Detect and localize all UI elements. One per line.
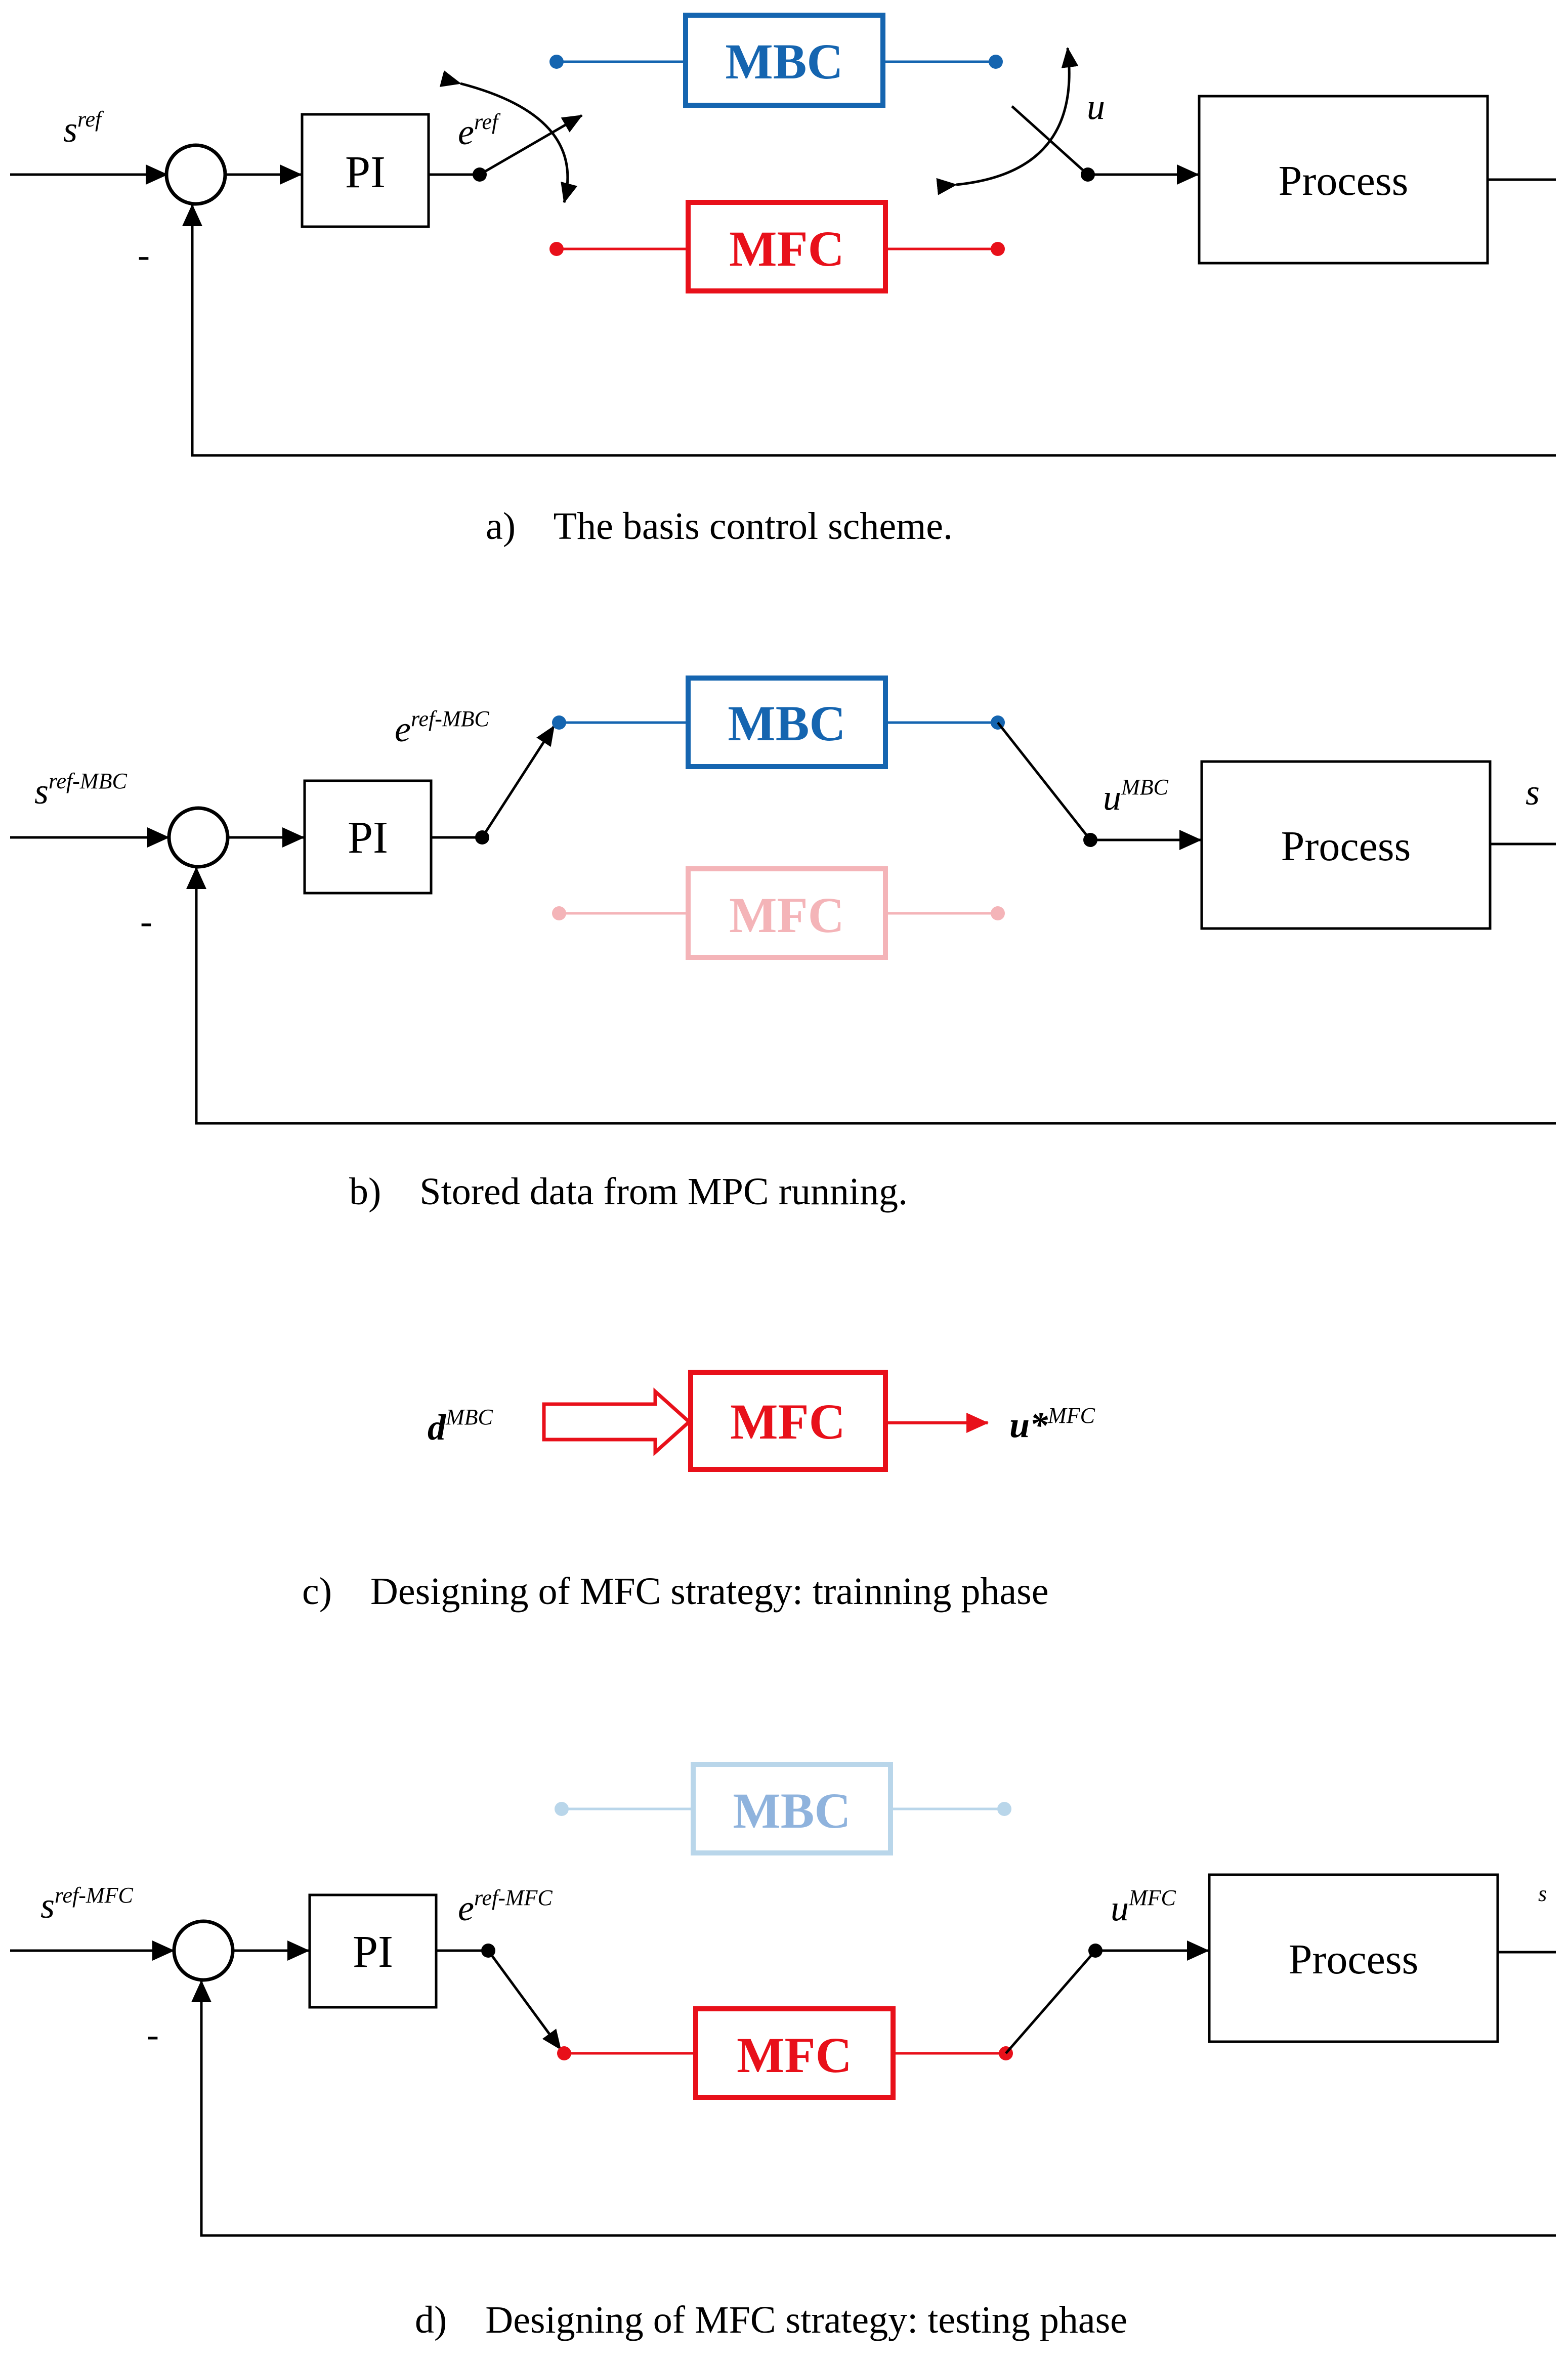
summing-junction-b <box>167 806 230 869</box>
output-label-d: s <box>1538 1881 1547 1906</box>
mfc-label-c: MFC <box>730 1394 845 1450</box>
mbc-dot-left-b <box>552 715 566 730</box>
mfc-label-d: MFC <box>737 2027 852 2083</box>
d-label-c: dMBC <box>428 1405 493 1448</box>
pi-label-b: PI <box>348 813 388 863</box>
minus-sign-d: - <box>147 2014 159 2055</box>
mbc-block-a <box>683 13 885 108</box>
mbc-dot-right-d <box>997 1802 1011 1816</box>
mfc-dot-right-a <box>991 242 1005 256</box>
feedback-line-d <box>191 1980 1556 2237</box>
pi-block-d <box>308 1893 438 2009</box>
error-label-a: eref <box>458 109 501 152</box>
process-block-d <box>1208 1873 1499 2043</box>
mbc-dot-left-a <box>549 55 564 69</box>
pi-block-b <box>303 779 433 895</box>
pi-block-a <box>301 113 430 228</box>
switch-toggle-arrow-left-a <box>439 70 578 203</box>
mfc-block-c <box>688 1370 888 1472</box>
process-label-b: Process <box>1281 823 1411 870</box>
minus-sign-a: - <box>138 235 150 275</box>
caption-b: b) Stored data from MPC running. <box>349 1170 908 1213</box>
mbc-dot-right-a <box>989 55 1003 69</box>
mbc-label-d: MBC <box>733 1783 851 1839</box>
mfc-block-a <box>686 200 888 293</box>
pi-label-d: PI <box>353 1927 393 1977</box>
input-label-a: sref <box>63 107 104 150</box>
mfc-label-a: MFC <box>729 221 844 277</box>
panel-a: sref - PI eref MBC MFC <box>10 13 1556 547</box>
u-label-c: u*MFC <box>1009 1403 1095 1445</box>
caption-a: a) The basis control scheme. <box>486 505 953 547</box>
pi-label-a: PI <box>345 147 386 197</box>
switch-toggle-arrow-right-a <box>936 47 1079 195</box>
mbc-label-a: MBC <box>725 33 843 90</box>
u-label-a: u <box>1087 87 1105 127</box>
process-block-a <box>1198 95 1489 265</box>
switch-blade-right-b <box>997 722 1091 841</box>
mbc-dot-left-d <box>555 1802 569 1816</box>
mfc-block-d <box>693 2006 896 2100</box>
feedback-line-a <box>182 204 1556 457</box>
process-label-a: Process <box>1279 157 1409 204</box>
panel-b: sref-MBC - PI eref-MBC MBC MFC uMBC <box>10 676 1556 1213</box>
mbc-label-b: MBC <box>728 695 845 751</box>
switch-blade-left-d <box>487 1950 562 2050</box>
process-block-b <box>1200 760 1492 930</box>
mfc-dot-left-d <box>557 2046 571 2060</box>
mbc-block-d <box>691 1762 893 1855</box>
mfc-dot-left-b <box>552 906 566 920</box>
summing-junction-d <box>172 1919 235 1982</box>
minus-sign-b: - <box>140 901 152 942</box>
process-label-d: Process <box>1289 1936 1419 1983</box>
switch-blade-right-d <box>1005 1950 1096 2054</box>
output-label-b: s <box>1525 772 1540 813</box>
caption-d: d) Designing of MFC strategy: testing ph… <box>415 2299 1127 2341</box>
error-label-d: eref-MFC <box>458 1885 553 1928</box>
feedback-line-b <box>186 867 1556 1125</box>
summing-junction-a <box>164 143 227 206</box>
input-label-b: sref-MBC <box>34 769 127 812</box>
u-label-d: uMFC <box>1111 1885 1176 1928</box>
switch-blade-left-b <box>481 725 556 838</box>
mfc-label-b: MFC <box>729 887 844 943</box>
panel-d: MBC sref-MFC - PI eref-MFC MFC uMFC <box>10 1762 1556 2341</box>
caption-c: c) Designing of MFC strategy: trainning … <box>302 1570 1048 1613</box>
mbc-block-b <box>686 676 888 769</box>
u-label-b: uMBC <box>1103 775 1169 818</box>
mfc-dot-right-b <box>991 906 1005 920</box>
mfc-dot-left-a <box>549 242 564 256</box>
mfc-block-b <box>686 866 888 960</box>
input-label-d: sref-MFC <box>40 1883 133 1926</box>
error-label-b: eref-MBC <box>395 706 489 749</box>
panel-c: dMBC MFC u*MFC c) Designing of MFC strat… <box>302 1370 1095 1613</box>
data-input-arrow-c <box>542 1387 692 1456</box>
